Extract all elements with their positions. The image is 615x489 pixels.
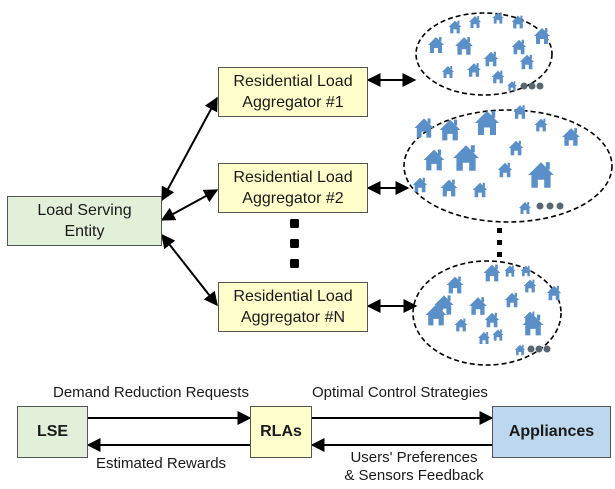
ellipsis-dots-icon bbox=[536, 82, 544, 90]
house-icons bbox=[412, 12, 580, 356]
rla-box-2-line1: Residential Load bbox=[233, 169, 353, 186]
house-icon bbox=[528, 162, 554, 188]
house-icon bbox=[492, 12, 504, 24]
house-icon bbox=[469, 297, 487, 315]
ellipsis-dots-icon bbox=[527, 345, 535, 353]
house-icon bbox=[562, 128, 580, 146]
house-icon bbox=[534, 118, 548, 132]
rla-box-2: Residential Load Aggregator #2 bbox=[218, 163, 368, 213]
house-icon bbox=[511, 39, 527, 55]
cluster-ellipsis-icon bbox=[497, 228, 502, 257]
house-icon bbox=[508, 140, 524, 156]
house-icon bbox=[442, 66, 454, 78]
house-icon bbox=[478, 332, 490, 344]
lse-box-line1: Load Serving bbox=[37, 202, 132, 219]
house-icon bbox=[439, 119, 461, 141]
house-icon bbox=[455, 37, 473, 55]
rla-box-1: Residential Load Aggregator #1 bbox=[218, 67, 368, 117]
house-icon bbox=[514, 344, 526, 356]
ellipsis-dots-icon bbox=[528, 82, 536, 90]
house-icon bbox=[504, 292, 520, 308]
rla-box-n-line2: Aggregator #N bbox=[240, 309, 346, 326]
house-icon bbox=[504, 265, 516, 277]
lse-small-label: LSE bbox=[36, 423, 69, 440]
ellipsis-dots-icon bbox=[536, 202, 544, 210]
house-icon bbox=[519, 202, 531, 214]
rla-box-n-line1: Residential Load bbox=[233, 288, 353, 305]
lse-box: Load Serving Entity bbox=[7, 196, 162, 246]
users-preferences-line2: & Sensors Feedback bbox=[344, 467, 484, 484]
house-icon bbox=[513, 105, 527, 119]
vertical-ellipsis-icon bbox=[290, 219, 299, 268]
lse-small-box: LSE bbox=[17, 406, 88, 458]
estimated-rewards-label: Estimated Rewards bbox=[96, 455, 227, 472]
house-icon bbox=[546, 285, 562, 301]
house-icon bbox=[414, 118, 434, 138]
rlas-box: RLAs bbox=[250, 406, 312, 458]
arrow-lse-rla2 bbox=[160, 189, 219, 221]
rlas-label: RLAs bbox=[260, 423, 302, 440]
users-preferences-line1: Users' Preferences bbox=[350, 449, 478, 466]
ellipsis-dots-icon bbox=[543, 345, 551, 353]
house-icon bbox=[519, 54, 535, 70]
arrow-lse-rlaN bbox=[161, 233, 218, 307]
ellipsis-dots-icon bbox=[556, 202, 564, 210]
ellipsis-dots-icon bbox=[535, 345, 543, 353]
house-icon bbox=[534, 28, 550, 44]
house-icon bbox=[507, 81, 517, 91]
arrow-lse-rla1 bbox=[161, 96, 218, 202]
house-icon bbox=[467, 63, 481, 77]
rla-box-2-line2: Aggregator #2 bbox=[242, 190, 344, 207]
house-icon bbox=[453, 145, 479, 171]
house-cluster-1 bbox=[415, 12, 553, 96]
house-icon bbox=[428, 37, 444, 53]
house-icon bbox=[472, 182, 488, 198]
house-icon bbox=[484, 312, 500, 328]
house-icon bbox=[492, 329, 504, 341]
users-preferences-label: Users' Preferences & Sensors Feedback bbox=[324, 449, 504, 485]
house-icon bbox=[523, 279, 537, 293]
ellipsis-dots-icon bbox=[546, 202, 554, 210]
house-icon bbox=[483, 264, 501, 282]
house-icon bbox=[475, 111, 499, 135]
house-icon bbox=[520, 265, 532, 277]
rla-box-n: Residential Load Aggregator #N bbox=[218, 282, 368, 332]
house-icon bbox=[423, 149, 445, 171]
rla-box-1-line1: Residential Load bbox=[233, 73, 353, 90]
house-icon bbox=[448, 20, 462, 34]
house-icon bbox=[412, 177, 428, 193]
optimal-control-label: Optimal Control Strategies bbox=[312, 384, 488, 401]
house-icon bbox=[469, 16, 481, 28]
house-cluster-3 bbox=[412, 260, 562, 366]
appliances-box: Appliances bbox=[492, 406, 611, 458]
house-icon bbox=[483, 51, 499, 67]
house-icon bbox=[446, 276, 464, 294]
lse-box-line2: Entity bbox=[64, 223, 105, 240]
house-icon bbox=[454, 318, 468, 332]
house-cluster-2 bbox=[403, 109, 613, 223]
appliances-label: Appliances bbox=[508, 423, 595, 440]
house-icon bbox=[497, 162, 513, 178]
house-icon bbox=[491, 70, 505, 84]
demand-reduction-label: Demand Reduction Requests bbox=[53, 384, 249, 401]
house-icon bbox=[440, 179, 458, 197]
ellipsis-dots-icon bbox=[520, 82, 528, 90]
rla-box-1-line2: Aggregator #1 bbox=[242, 94, 344, 111]
